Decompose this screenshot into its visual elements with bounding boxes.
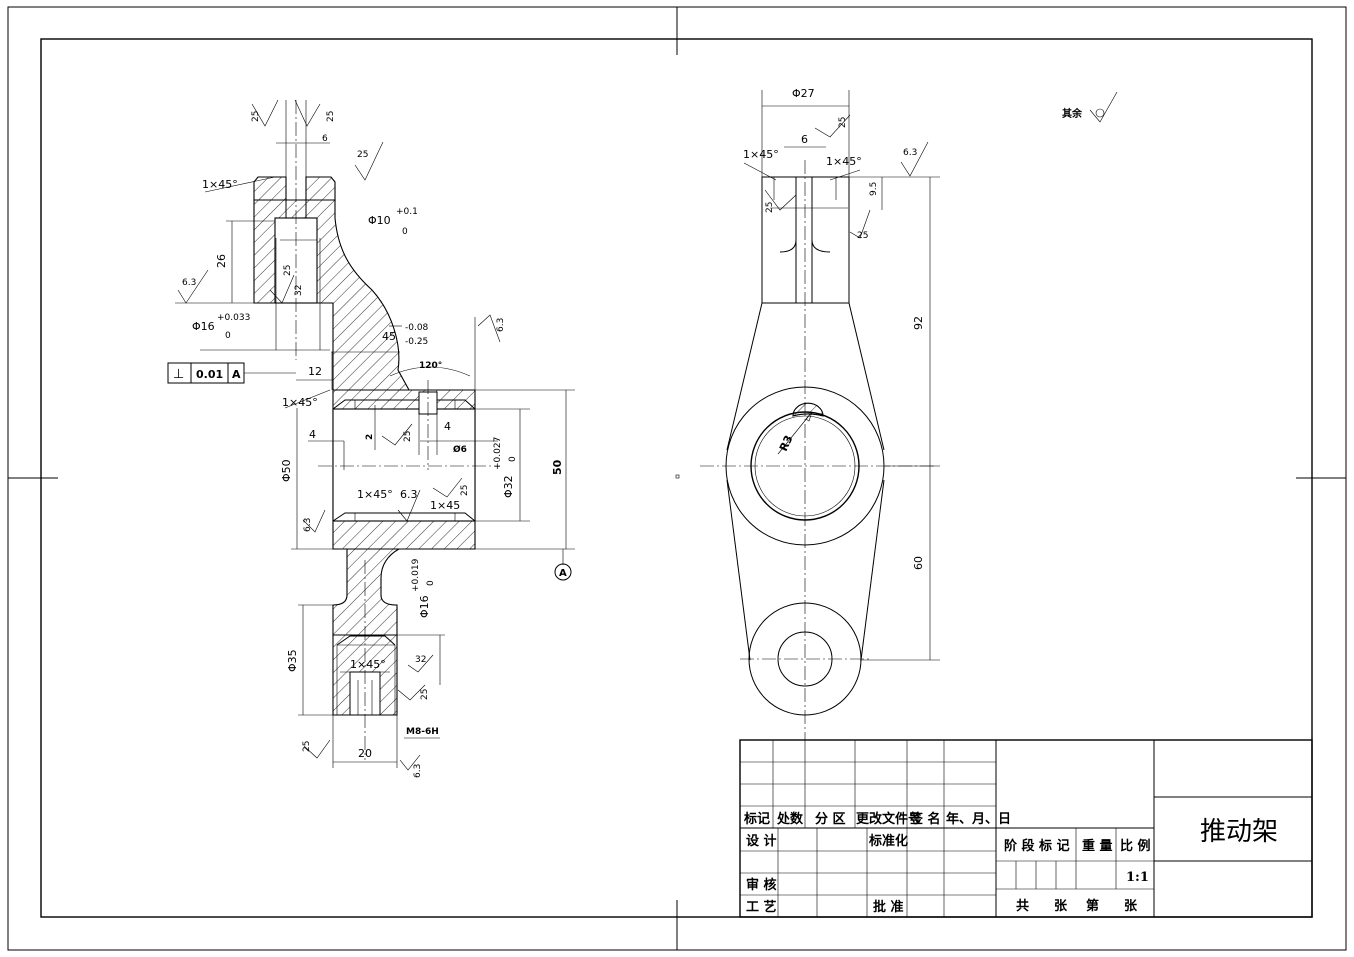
dim-side-r63: 6.3	[903, 148, 917, 158]
dim-phi16-b-tol-lo: 0	[426, 580, 436, 586]
dim-d50-right: 50	[551, 459, 564, 475]
dim-phi10-tol-up: +0.1	[396, 207, 418, 217]
dim-d6-top: 6	[322, 134, 328, 144]
dim-m8: M8-6H	[406, 727, 439, 737]
dim-r63-bot: 6.3	[413, 764, 423, 778]
tb-sheet-unit2: 张	[1124, 899, 1138, 914]
dim-d20: 20	[358, 747, 372, 760]
tb-stage-mark: 阶 段 标 记	[1004, 838, 1070, 854]
dim-d12: 12	[308, 365, 322, 378]
dim-side-d25-left: 25	[765, 202, 775, 213]
dim-r63-face: 6.3	[303, 518, 313, 532]
dim-phi16-tol-lo: 0	[225, 331, 231, 341]
dim-phi10-tol-lo: 0	[402, 227, 408, 237]
dim-d25-top-left: 25	[251, 111, 261, 122]
dim-chamfer-low1: 1×45°	[357, 488, 393, 501]
tb-review: 审 核	[746, 877, 777, 893]
tb-sheet-unit: 张	[1054, 899, 1068, 914]
tb-standard: 标准化	[868, 833, 908, 849]
section-view-dimensions: 25 25 6 1×45° 25 Φ10 +0.1 0 26 6.3 25 32…	[173, 107, 1083, 778]
neck-section	[332, 548, 400, 636]
dim-chamfer-bot: 1×45°	[350, 658, 386, 671]
dim-d25-right-top: 25	[357, 150, 368, 160]
dim-phi16: Φ16	[192, 320, 215, 333]
dim-r3: R3	[777, 433, 796, 453]
dim-d92: 92	[912, 316, 925, 330]
tb-sheet-no: 第	[1086, 898, 1099, 914]
gtol-datum: A	[232, 368, 241, 381]
dim-phi32-tol-lo: 0	[508, 456, 518, 462]
dim-side-d6: 6	[801, 133, 808, 146]
dim-d2: 2	[365, 434, 375, 440]
gtol-perpendicular-symbol: ⊥	[173, 367, 184, 382]
dim-d32-inner: 32	[294, 285, 304, 296]
dim-side-d9-5: 9.5	[869, 182, 879, 196]
tb-hdr-doc: 更改文件号	[856, 811, 921, 827]
tb-hdr-count: 处数	[776, 811, 804, 827]
dim-d60: 60	[912, 556, 925, 570]
dim-d4-right: 4	[444, 420, 451, 433]
tb-scale: 1:1	[1126, 870, 1149, 885]
dim-d45: 45	[382, 330, 396, 343]
tb-hdr-sign: 签 名	[909, 811, 941, 827]
part-name: 推动架	[1200, 817, 1278, 847]
tb-hdr-date: 年、月、日	[946, 811, 1011, 827]
dim-d45-tol-up: -0.08	[405, 323, 429, 333]
dim-chamfer-mid: 1×45°	[282, 396, 318, 409]
middle-hub-bore	[332, 408, 476, 522]
dim-r63-left: 6.3	[182, 278, 196, 288]
top-lug-left	[253, 176, 287, 201]
dim-r63-mid: 6.3	[496, 318, 506, 332]
side-view-dimensions: Φ27 6 1×45° 1×45° 25 6.3 9.5 25 25 92 R3…	[743, 87, 925, 570]
side-view	[700, 90, 940, 740]
dim-d25-bore: 25	[403, 431, 413, 442]
tb-weight: 重 量	[1082, 838, 1113, 854]
dim-phi16-tol-up: +0.033	[217, 313, 250, 323]
dim-d26: 26	[215, 254, 228, 268]
tb-design: 设 计	[746, 833, 777, 849]
dim-d45-tol-lo: -0.25	[405, 337, 428, 347]
dim-side-chamfer-l: 1×45°	[743, 148, 779, 161]
roughness-note: 其余	[1062, 107, 1083, 120]
section-view	[167, 91, 1118, 771]
dim-d25-top-right: 25	[326, 111, 336, 122]
dim-d25-low: 25	[460, 485, 470, 496]
drawing-frame	[7, 6, 1347, 951]
dim-phi16-b: Φ16	[418, 595, 431, 618]
top-lug-right	[305, 176, 336, 201]
dim-d25-bot-left: 25	[302, 741, 312, 752]
dim-phi10: Φ10	[368, 214, 391, 227]
dim-d25-bot-right: 25	[420, 689, 430, 700]
dim-phi6: Ø6	[453, 444, 467, 455]
dim-chamfer-top: 1×45°	[202, 178, 238, 191]
dim-phi32-tol-up: +0.027	[493, 437, 503, 470]
gtol-value: 0.01	[196, 368, 223, 381]
dim-d4-left: 4	[309, 428, 316, 441]
dim-phi16-b-tol-up: +0.019	[411, 558, 421, 592]
tb-hdr-zone: 分 区	[815, 811, 846, 827]
dim-r63-low: 6.3	[400, 488, 418, 501]
tb-total-sheets: 共	[1016, 898, 1029, 914]
dim-angle120: 120°	[419, 361, 442, 371]
tb-process: 工 艺	[746, 899, 777, 915]
tb-approve: 批 准	[873, 899, 904, 915]
dim-side-d25-right: 25	[857, 231, 868, 241]
dim-d32-bot: 32	[415, 655, 426, 665]
dim-phi27: Φ27	[792, 87, 815, 100]
tb-hdr-mark: 标记	[743, 811, 770, 827]
title-block: 标记 处数 分 区 更改文件号 签 名 年、月、日 设 计 标准化 审 核 工 …	[739, 739, 1313, 918]
dim-phi35: Φ35	[286, 649, 299, 672]
side-top-boss	[761, 176, 850, 304]
dim-phi32: Φ32	[502, 475, 515, 498]
dim-d25-inner: 25	[283, 265, 293, 276]
tb-scale-label: 比 例	[1120, 838, 1151, 854]
dim-phi50: Φ50	[280, 459, 293, 482]
datum-label: A	[559, 568, 567, 579]
dim-side-chamfer-r: 1×45°	[826, 155, 862, 168]
dim-side-d25-top: 25	[838, 117, 848, 128]
dim-chamfer-low2: 1×45	[430, 499, 460, 512]
